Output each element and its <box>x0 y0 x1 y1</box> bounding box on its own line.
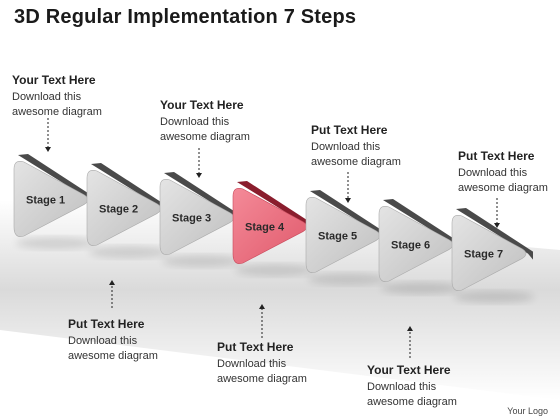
callout-7: Put Text Here Download this awesome diag… <box>458 149 548 196</box>
callout-line: awesome diagram <box>217 373 307 385</box>
callout-line: Download this <box>367 381 437 393</box>
stage-4: Stage 4 <box>232 181 315 276</box>
callout-heading: Put Text Here <box>68 317 145 331</box>
stage-shadow <box>454 291 534 303</box>
callout-2: Put Text Here Download this awesome diag… <box>68 317 158 364</box>
stage-shadow <box>235 264 315 276</box>
stage-label: Stage 7 <box>464 249 503 261</box>
callout-line: Download this <box>458 167 528 179</box>
stage-1: Stage 1 <box>13 154 96 249</box>
stage-label: Stage 1 <box>26 195 65 207</box>
callout-line: Download this <box>68 335 138 347</box>
callout-3: Your Text Here Download this awesome dia… <box>160 98 250 145</box>
stage-7: Stage 7 <box>451 208 534 303</box>
callout-1: Your Text Here Download this awesome dia… <box>12 73 102 120</box>
callout-line: Download this <box>217 358 287 370</box>
stage-side <box>237 181 314 233</box>
stage-3: Stage 3 <box>159 172 242 267</box>
callout-line: awesome diagram <box>160 131 250 143</box>
callout-6: Your Text Here Download this awesome dia… <box>367 363 457 410</box>
pointer-arrowhead <box>196 173 202 178</box>
pointer-arrowhead <box>45 147 51 152</box>
callout-line: Download this <box>12 91 82 103</box>
callout-heading: Your Text Here <box>160 98 244 112</box>
stage-side <box>456 208 533 260</box>
callout-heading: Put Text Here <box>311 123 388 137</box>
stage-shadow <box>308 273 388 285</box>
stage-face <box>451 215 527 291</box>
diagram-title: 3D Regular Implementation 7 Steps <box>14 6 357 28</box>
callout-4: Put Text Here Download this awesome diag… <box>217 340 307 387</box>
callout-line: Download this <box>160 116 230 128</box>
stage-label: Stage 2 <box>99 204 138 216</box>
callout-5: Put Text Here Download this awesome diag… <box>311 123 401 170</box>
callout-line: awesome diagram <box>458 182 548 194</box>
stage-shadow <box>89 246 169 258</box>
callout-line: awesome diagram <box>68 350 158 362</box>
stage-group: Stage 1 Stage 2 Stage 3 Stage 4 Stage 5 Stage… <box>13 154 534 303</box>
stage-side <box>18 154 95 206</box>
callout-pointers <box>45 118 500 358</box>
stage-side <box>164 172 241 224</box>
callout-line: Download this <box>311 141 381 153</box>
stage-side <box>91 163 168 215</box>
stage-label: Stage 4 <box>245 222 285 234</box>
callout-heading: Put Text Here <box>458 149 535 163</box>
pointer-arrowhead <box>109 280 115 285</box>
stage-5: Stage 5 <box>305 190 388 285</box>
stage-2: Stage 2 <box>86 163 169 258</box>
callout-line: awesome diagram <box>12 106 102 118</box>
callout-heading: Your Text Here <box>12 73 96 87</box>
stage-side <box>310 190 387 242</box>
stage-shadow <box>381 282 461 294</box>
callout-heading: Your Text Here <box>367 363 451 377</box>
stage-shadow <box>162 255 242 267</box>
stage-label: Stage 6 <box>391 240 430 252</box>
callout-heading: Put Text Here <box>217 340 294 354</box>
stage-label: Stage 5 <box>318 231 357 243</box>
pointer-arrowhead <box>345 198 351 203</box>
logo-text: Your Logo <box>507 406 548 416</box>
pointer-arrowhead <box>259 304 265 309</box>
pointer-arrowhead <box>407 326 413 331</box>
callout-line: awesome diagram <box>367 396 457 408</box>
stage-label: Stage 3 <box>172 213 211 225</box>
stage-side <box>383 199 460 251</box>
callout-line: awesome diagram <box>311 156 401 168</box>
stage-shadow <box>16 237 96 249</box>
pointer-arrowhead <box>494 223 500 228</box>
